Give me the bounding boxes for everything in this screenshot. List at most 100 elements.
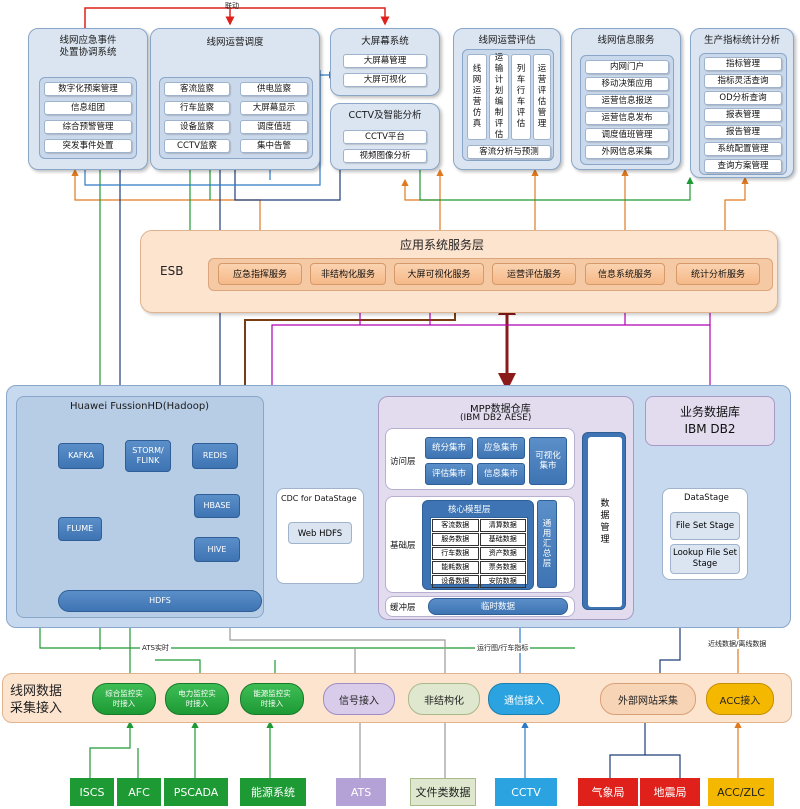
source-energy-system[interactable]: 能源系统	[240, 778, 306, 806]
web-hdfs[interactable]: Web HDFS	[288, 522, 352, 544]
signal-access[interactable]: 信号接入	[323, 683, 395, 715]
service-ops-eval[interactable]: 运营评估服务	[492, 263, 576, 285]
service-big-screen[interactable]: 大屏可视化服务	[394, 263, 484, 285]
emergency-item[interactable]: 综合预警管理	[44, 120, 132, 134]
mart-cell[interactable]: 应急集市	[477, 437, 525, 459]
stats-item[interactable]: 报表管理	[704, 108, 782, 122]
ops-dispatch-title: 线网运营调度	[206, 37, 264, 48]
emergency-item[interactable]: 信息组团	[44, 101, 132, 115]
hive-node[interactable]: HIVE	[194, 537, 240, 562]
eval-footer[interactable]: 客流分析与预测	[467, 145, 551, 159]
stats-item[interactable]: 指标灵活查询	[704, 74, 782, 88]
dispatch-item[interactable]: 行车监察	[164, 101, 230, 115]
info-item[interactable]: 移动决策应用	[585, 77, 669, 91]
info-item[interactable]: 运营信息发布	[585, 111, 669, 125]
mart-cell[interactable]: 可视化集市	[529, 437, 567, 485]
cctv-item[interactable]: CCTV平台	[343, 130, 427, 144]
source-ats[interactable]: ATS	[336, 778, 386, 806]
emergency-item[interactable]: 数字化预案管理	[44, 82, 132, 96]
cctv-smart-title: CCTV及智能分析	[348, 110, 422, 121]
ops-eval-columns: 线网运营仿真 运输计划编制评估 列车行车评估 运营评估管理 客流分析与预测	[462, 49, 554, 161]
emergency-item[interactable]: 突发事件处置	[44, 139, 132, 153]
temp-data[interactable]: 临时数据	[428, 598, 568, 615]
cdc-title: CDC for DataStage	[281, 494, 357, 503]
service-stats-analysis[interactable]: 统计分析服务	[676, 263, 760, 285]
hdfs-node[interactable]: HDFS	[58, 590, 262, 612]
eval-column[interactable]: 线网运营仿真	[467, 54, 487, 140]
info-service-panel[interactable]: 线网信息服务 内网门户 移动决策应用 运营信息报送 运营信息发布 调度值班管理 …	[571, 28, 681, 170]
esb-label: ESB	[160, 264, 184, 278]
flume-node[interactable]: FLUME	[58, 517, 102, 541]
eval-column[interactable]: 运输计划编制评估	[489, 53, 509, 140]
run-chart-label: 运行图/行车指标	[475, 643, 531, 653]
dispatch-item[interactable]: 集中告警	[240, 139, 308, 153]
mart-cell[interactable]: 评估集市	[425, 463, 473, 485]
service-info-system[interactable]: 信息系统服务	[585, 263, 665, 285]
core-data-cell: 设备数据	[432, 575, 479, 588]
app-layer-title: 应用系统服务层	[400, 238, 485, 252]
core-data-cell: 客流数据	[432, 519, 479, 532]
source-file-data[interactable]: 文件类数据	[410, 778, 476, 806]
big-screen-item[interactable]: 大屏可视化	[343, 73, 427, 87]
unstructured-access[interactable]: 非结构化	[408, 683, 480, 715]
big-screen-item[interactable]: 大屏幕管理	[343, 54, 427, 68]
info-item[interactable]: 运营信息报送	[585, 94, 669, 108]
redis-node[interactable]: REDIS	[192, 443, 238, 469]
dispatch-item[interactable]: CCTV监察	[164, 139, 230, 153]
stats-item[interactable]: 指标管理	[704, 57, 782, 71]
source-afc[interactable]: AFC	[117, 778, 161, 806]
source-seismic-bureau[interactable]: 地震局	[640, 778, 700, 806]
acc-access[interactable]: ACC接入	[706, 683, 774, 715]
dispatch-item[interactable]: 客流监察	[164, 82, 230, 96]
core-data-cell: 服务数据	[432, 533, 479, 546]
cctv-item[interactable]: 视频图像分析	[343, 149, 427, 163]
emergency-items: 数字化预案管理 信息组团 综合预警管理 突发事件处置	[39, 77, 137, 159]
eval-column[interactable]: 列车行车评估	[511, 54, 531, 140]
comm-access[interactable]: 通信接入	[488, 683, 560, 715]
stats-item[interactable]: OD分析查询	[704, 91, 782, 105]
source-iscs[interactable]: ISCS	[70, 778, 114, 806]
recent-history-label: 近线数据/离线数据	[706, 639, 769, 649]
summary-layer[interactable]: 通用汇总层	[537, 500, 557, 588]
dispatch-item[interactable]: 供电监察	[240, 82, 308, 96]
source-cctv[interactable]: CCTV	[495, 778, 557, 806]
hbase-node[interactable]: HBASE	[194, 494, 240, 518]
mart-cell[interactable]: 统分集市	[425, 437, 473, 459]
big-screen-panel[interactable]: 大屏幕系统 大屏幕管理 大屏可视化	[330, 28, 440, 96]
source-weather-bureau[interactable]: 气象局	[578, 778, 638, 806]
source-acc-zlc[interactable]: ACC/ZLC	[708, 778, 774, 806]
production-stats-panel[interactable]: 生产指标统计分析 指标管理 指标灵活查询 OD分析查询 报表管理 报告管理 系统…	[690, 28, 794, 178]
stats-item[interactable]: 报告管理	[704, 125, 782, 139]
info-item[interactable]: 内网门户	[585, 60, 669, 74]
service-unstructured[interactable]: 非结构化服务	[310, 263, 386, 285]
stats-item[interactable]: 查询方案管理	[704, 159, 782, 173]
info-item[interactable]: 调度值班管理	[585, 128, 669, 142]
external-site-collect[interactable]: 外部网站采集	[600, 683, 696, 715]
iscs-realtime-access[interactable]: 综合监控实时接入	[92, 683, 156, 715]
core-data-cell: 能耗数据	[432, 561, 479, 574]
data-management[interactable]: 数据管理	[582, 432, 626, 610]
service-emergency-command[interactable]: 应急指挥服务	[218, 263, 302, 285]
cctv-smart-panel[interactable]: CCTV及智能分析 CCTV平台 视频图像分析	[330, 103, 440, 170]
mart-cell[interactable]: 信息集市	[477, 463, 525, 485]
energy-realtime-access[interactable]: 能源监控实时接入	[240, 683, 304, 715]
stats-item[interactable]: 系统配置管理	[704, 142, 782, 156]
ops-dispatch-items: 客流监察 行车监察 设备监察 CCTV监察 供电监察 大屏幕显示 调度值班 集中…	[159, 77, 313, 159]
ops-dispatch-panel[interactable]: 线网运营调度 客流监察 行车监察 设备监察 CCTV监察 供电监察 大屏幕显示 …	[150, 28, 320, 170]
file-set-stage[interactable]: File Set Stage	[670, 512, 740, 540]
core-data-cell: 资产数据	[479, 547, 526, 560]
dispatch-item[interactable]: 调度值班	[240, 120, 308, 134]
datastage-title: DataStage	[684, 493, 729, 503]
eval-column[interactable]: 运营评估管理	[533, 54, 551, 140]
source-pscada[interactable]: PSCADA	[164, 778, 228, 806]
dispatch-item[interactable]: 大屏幕显示	[240, 101, 308, 115]
emergency-system-panel[interactable]: 线网应急事件 处置协调系统 数字化预案管理 信息组团 综合预警管理 突发事件处置	[28, 28, 148, 170]
kafka-node[interactable]: KAFKA	[58, 443, 104, 469]
power-realtime-access[interactable]: 电力监控实时接入	[165, 683, 229, 715]
ops-eval-panel[interactable]: 线网运营评估 线网运营仿真 运输计划编制评估 列车行车评估 运营评估管理 客流分…	[453, 28, 561, 170]
info-item[interactable]: 外网信息采集	[585, 145, 669, 159]
lookup-file-set-stage[interactable]: Lookup File Set Stage	[670, 544, 740, 574]
dispatch-item[interactable]: 设备监察	[164, 120, 230, 134]
business-db[interactable]: 业务数据库 IBM DB2	[645, 396, 775, 446]
storm-flink-node[interactable]: STORM/ FLINK	[125, 440, 171, 472]
